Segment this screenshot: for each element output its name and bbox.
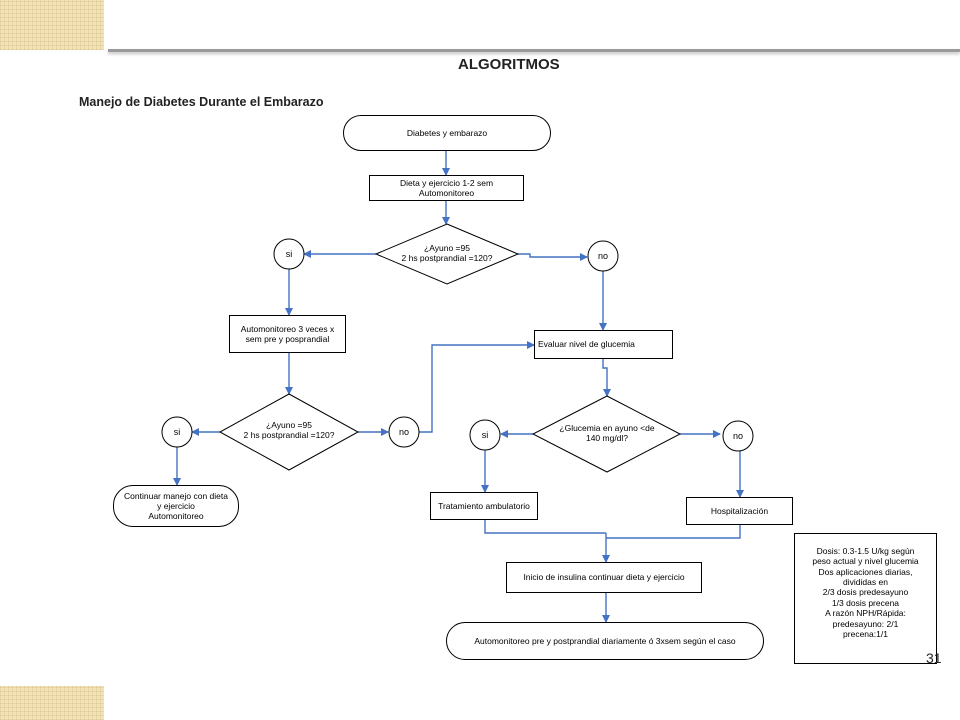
decision1-label: ¿Ayuno =95 2 hs postprandial =120? [401, 242, 493, 263]
monitor-3x-box: Automonitoreo 3 veces x sem pre y pospra… [229, 315, 346, 353]
connector-decision1-to-no [518, 253, 588, 261]
si3-circle [469, 419, 501, 451]
no2-circle [388, 416, 420, 448]
flowchart-connectors [173, 151, 744, 623]
page-number: 31 [926, 650, 942, 666]
dose-note: Dosis: 0.3-1.5 U/kg según peso actual y … [794, 533, 937, 664]
corner-decoration-bottom [0, 686, 104, 720]
header-divider [108, 49, 960, 52]
connector-no2-to-evaluate [419, 341, 535, 433]
page-subtitle: Manejo de Diabetes Durante el Embarazo [79, 95, 324, 109]
si3-label: si [481, 430, 489, 440]
flowchart-shapes [161, 223, 754, 473]
si1-label: si [285, 249, 293, 259]
no3-label: no [732, 431, 744, 441]
decision1-diamond [374, 223, 520, 285]
insulin-box: Inicio de insulina continuar dieta y eje… [506, 562, 702, 593]
decision3-label: ¿Glucemia en ayuno <de 140 mg/dl? [559, 422, 655, 443]
si1-circle [273, 238, 305, 270]
page-title: ALGORITMOS [458, 56, 560, 73]
connector-ambulatory-merge [484, 520, 606, 534]
si2-circle [161, 416, 193, 448]
hospital-box: Hospitalización [686, 497, 793, 525]
no1-circle [587, 240, 619, 272]
corner-decoration-top [0, 0, 104, 50]
connector-evaluate-to-decision3 [602, 359, 611, 397]
no1-label: no [597, 251, 609, 261]
no2-label: no [398, 427, 410, 437]
continue-terminal: Continuar manejo con dieta y ejercicio A… [113, 485, 239, 527]
decision3-diamond [531, 395, 682, 473]
diet-exercise-box: Dieta y ejercicio 1-2 sem Automonitoreo [369, 175, 524, 201]
decision2-label: ¿Ayuno =95 2 hs postprandial =120? [243, 419, 335, 440]
connector-hospital-merge [606, 525, 741, 539]
ambulatory-box: Tratamiento ambulatorio [430, 492, 538, 520]
final-terminal: Automonitoreo pre y postprandial diariam… [446, 622, 764, 660]
si2-label: si [173, 427, 181, 437]
evaluate-glucose-box: Evaluar nivel de glucemia [534, 330, 673, 359]
no3-circle [722, 420, 754, 452]
start-terminal: Diabetes y embarazo [343, 115, 551, 151]
decision2-diamond [218, 393, 360, 471]
